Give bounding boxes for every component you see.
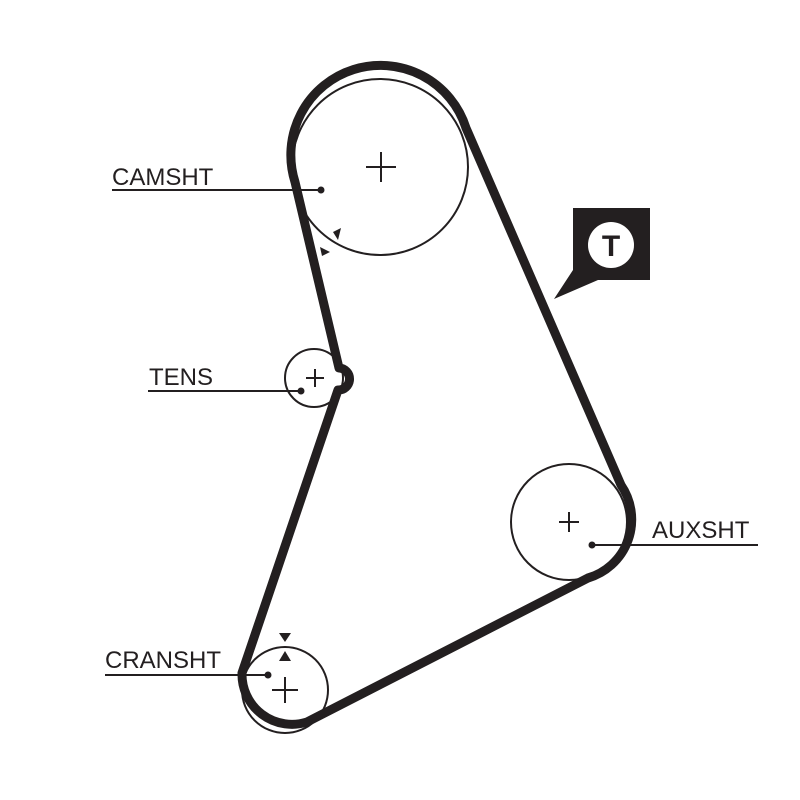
tensioner-leader-dot <box>297 387 305 395</box>
camshaft-timing-triangle-icon <box>333 228 341 240</box>
tensioner-label: TENS <box>149 364 213 391</box>
pulleys <box>241 78 628 734</box>
tensioner-center-plus-icon <box>306 369 324 387</box>
camshaft-timing-triangle-icon <box>320 247 330 256</box>
crankshaft-label: CRANSHT <box>105 647 221 674</box>
leader-lines <box>105 186 758 679</box>
auxiliary-shaft-pulley <box>510 463 628 581</box>
tensioner-badge-icon: T <box>554 208 650 299</box>
auxiliary-shaft-label: AUXSHT <box>652 517 750 544</box>
timing-marks <box>279 228 341 661</box>
camshaft-center-plus-icon <box>366 152 396 182</box>
crankshaft-timing-triangle-icon <box>279 633 291 642</box>
badge-letter: T <box>602 230 620 263</box>
center-marks <box>272 152 579 703</box>
badge-circle <box>588 222 634 268</box>
auxiliary-center-plus-icon <box>559 512 579 532</box>
auxiliary-leader-dot <box>588 541 596 549</box>
tensioner-pulley <box>284 348 344 408</box>
crankshaft-timing-triangle-icon <box>279 651 291 661</box>
timing-belt <box>237 60 637 729</box>
camshaft-leader-dot <box>317 186 325 194</box>
camshaft-label: CAMSHT <box>112 164 214 191</box>
crankshaft-center-plus-icon <box>272 677 298 703</box>
crankshaft-leader-dot <box>264 671 272 679</box>
